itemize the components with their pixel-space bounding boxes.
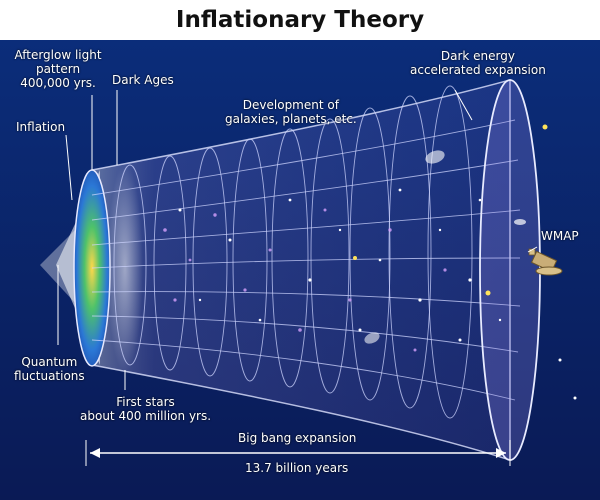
label-inflation: Inflation bbox=[16, 120, 66, 134]
spiral-galaxy bbox=[364, 332, 380, 344]
page-title: Inflationary Theory bbox=[175, 7, 425, 33]
label-development: Development of galaxies, planets, etc. bbox=[225, 98, 357, 126]
label-dark-energy: Dark energy accelerated expansion bbox=[410, 49, 546, 77]
timeline-arrowhead-left bbox=[90, 448, 100, 458]
timeline-arrowhead-right bbox=[496, 448, 506, 458]
wmap-satellite-icon bbox=[528, 248, 563, 276]
label-big-bang: Big bang expansion bbox=[238, 431, 357, 445]
cone-rings bbox=[113, 85, 473, 419]
label-dark-ages: Dark Ages bbox=[112, 73, 174, 87]
title-bar: Inflationary Theory bbox=[0, 0, 600, 42]
spiral-galaxy bbox=[514, 219, 526, 225]
galaxies bbox=[178, 124, 577, 400]
leader-lines bbox=[57, 89, 473, 390]
purple-specks bbox=[163, 208, 447, 352]
label-first-stars: First stars about 400 million yrs. bbox=[80, 395, 212, 423]
wmap-leader bbox=[527, 246, 538, 253]
universe-diagram bbox=[0, 40, 600, 500]
label-wmap: WMAP bbox=[541, 229, 579, 243]
label-quantum: Quantum fluctuations bbox=[14, 355, 85, 383]
label-afterglow: Afterglow light pattern 400,000 yrs. bbox=[14, 48, 102, 90]
label-duration: 13.7 billion years bbox=[245, 461, 349, 475]
cone-mouth bbox=[479, 79, 541, 461]
spiral-galaxy bbox=[425, 150, 445, 164]
